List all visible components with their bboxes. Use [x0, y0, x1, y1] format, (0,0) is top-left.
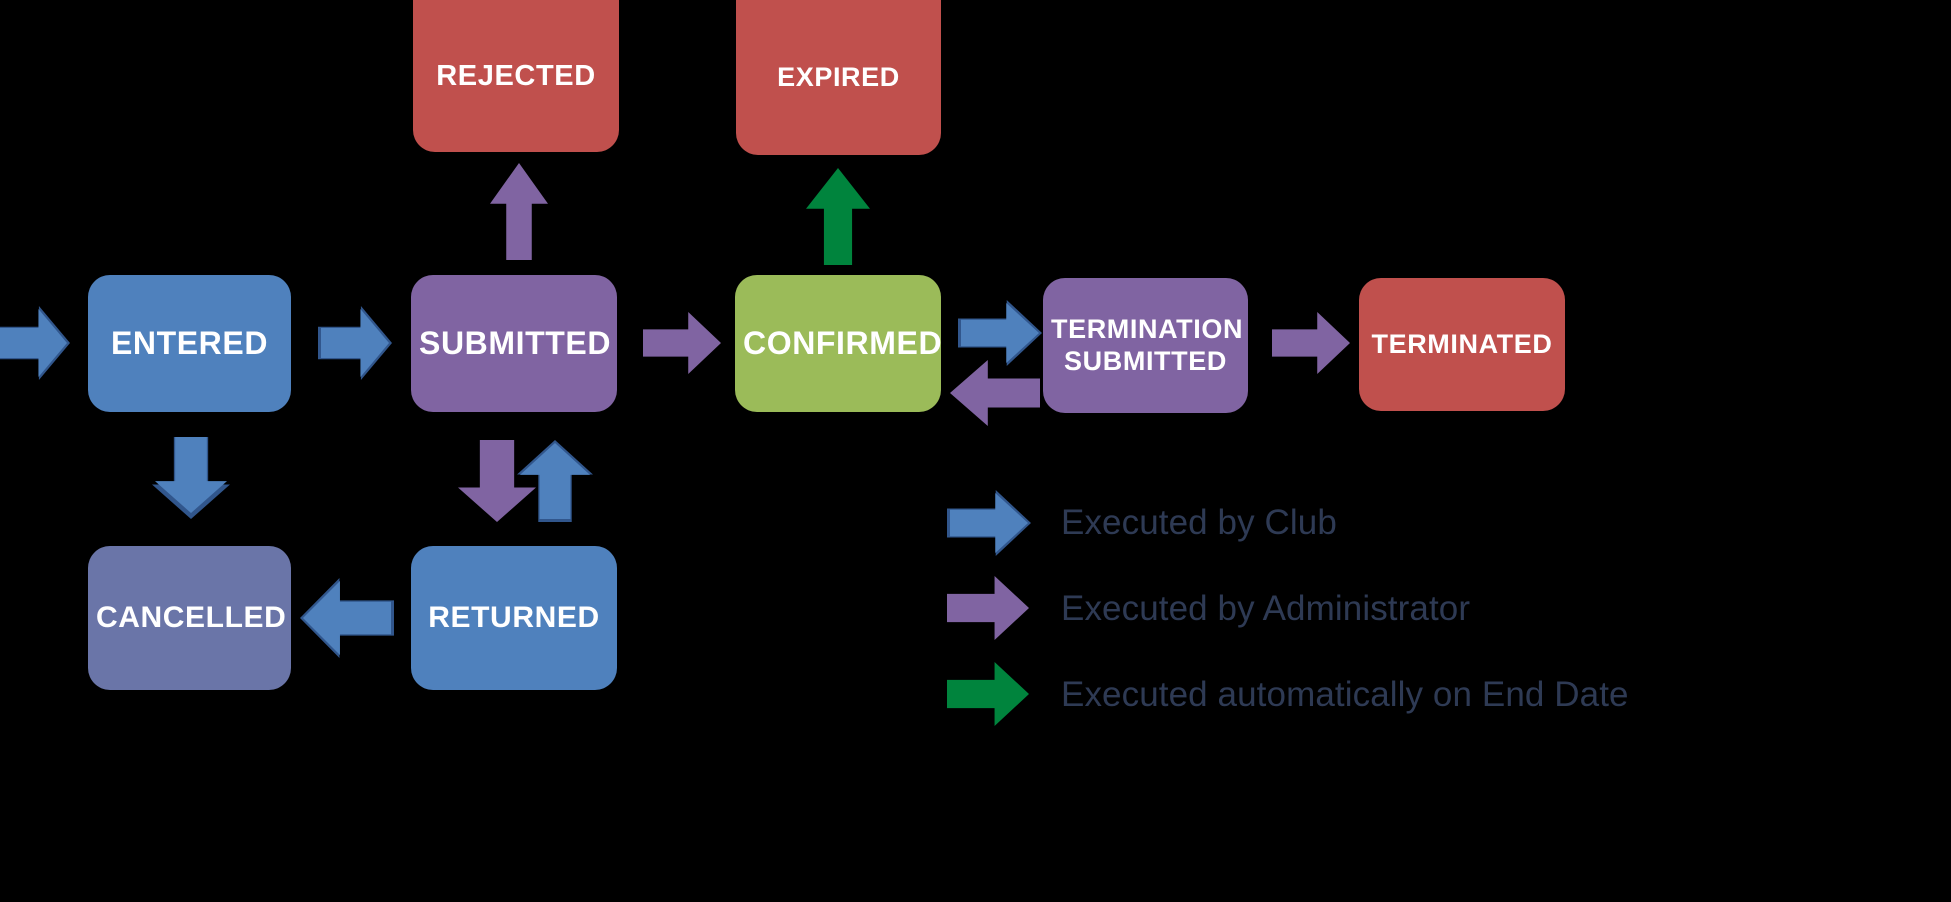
arrow-termination-to-terminated — [1272, 312, 1350, 374]
state-label-entered: ENTERED — [110, 324, 269, 361]
state-label-cancelled: CANCELLED — [96, 601, 287, 635]
arrow-submitted-to-confirmed — [643, 312, 721, 374]
legend-label-automatic: Executed automatically on End Date — [1061, 675, 1629, 714]
state-label-termination-submitted: TERMINATION SUBMITTED — [1051, 313, 1244, 376]
state-box-submitted[interactable]: SUBMITTED — [411, 275, 617, 412]
arrow-confirmed-to-expired — [806, 168, 870, 265]
state-label-submitted: SUBMITTED — [419, 324, 612, 361]
state-box-returned[interactable]: RETURNED — [411, 546, 617, 690]
state-box-rejected[interactable]: REJECTED — [413, 0, 619, 152]
state-box-confirmed[interactable]: CONFIRMED — [735, 275, 943, 412]
state-box-terminated[interactable]: TERMINATED — [1359, 278, 1565, 411]
state-label-terminated: TERMINATED — [1371, 328, 1553, 359]
legend-swatch-club-arrow-icon — [947, 490, 1031, 556]
state-label-rejected: REJECTED — [436, 59, 596, 92]
arrow-termination-to-confirmed — [950, 360, 1040, 426]
arrow-submitted-to-returned — [458, 440, 536, 522]
legend-item-administrator: Executed by Administrator — [947, 576, 1470, 642]
legend: Executed by Club Executed by Administrat… — [947, 490, 1947, 902]
legend-label-club: Executed by Club — [1061, 503, 1337, 542]
state-label-confirmed: CONFIRMED — [743, 324, 943, 361]
legend-item-automatic: Executed automatically on End Date — [947, 662, 1629, 728]
state-label-returned: RETURNED — [428, 601, 600, 635]
state-box-cancelled[interactable]: CANCELLED — [88, 546, 291, 690]
legend-swatch-administrator-arrow-icon — [947, 576, 1031, 642]
legend-label-administrator: Executed by Administrator — [1061, 589, 1471, 628]
legend-swatch-automatic-arrow-icon — [947, 662, 1031, 728]
state-box-entered[interactable]: ENTERED — [88, 275, 291, 412]
state-label-expired: EXPIRED — [777, 61, 900, 92]
state-box-expired[interactable]: EXPIRED — [736, 0, 941, 155]
state-box-termination-submitted[interactable]: TERMINATION SUBMITTED — [1043, 278, 1248, 413]
arrow-submitted-to-rejected — [490, 163, 548, 260]
legend-item-club: Executed by Club — [947, 490, 1337, 556]
